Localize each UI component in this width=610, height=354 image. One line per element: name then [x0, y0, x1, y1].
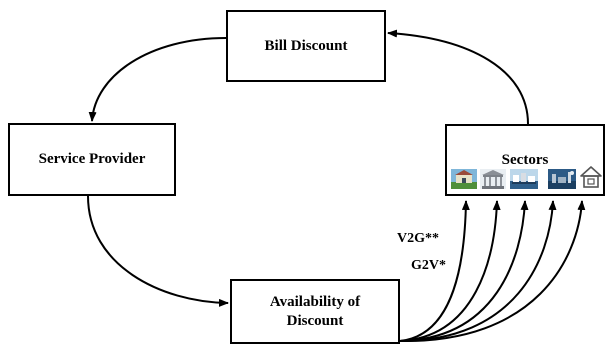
arrow-availability-to-sector-2 [399, 200, 501, 342]
home-icon [580, 166, 602, 188]
arrow-availability-to-sector-3 [399, 200, 529, 342]
v2g-label: V2G** [397, 231, 439, 246]
g2v-label: G2V* [411, 258, 446, 273]
government-building-icon [480, 169, 506, 189]
arrow-availability-to-sector-1 [399, 200, 470, 342]
arrow-sectors-to-bill [387, 29, 529, 125]
service-provider-label: Service Provider [38, 151, 146, 168]
service-provider-box: Service Provider [8, 123, 176, 196]
bill-discount-box: Bill Discount [226, 10, 386, 82]
industrial-icon [548, 169, 576, 189]
bill-discount-label: Bill Discount [264, 37, 348, 54]
sectors-label: Sectors [501, 152, 549, 168]
arrow-bill-to-service [88, 37, 227, 122]
availability-label: Availability of Discount [269, 293, 361, 329]
arrow-availability-to-sector-5 [399, 200, 586, 343]
arrow-service-to-availability [87, 195, 229, 307]
resort-icon [451, 169, 477, 189]
availability-box: Availability of Discount [230, 279, 400, 344]
arrow-availability-to-sector-4 [399, 200, 557, 342]
harbor-icon [510, 169, 538, 189]
